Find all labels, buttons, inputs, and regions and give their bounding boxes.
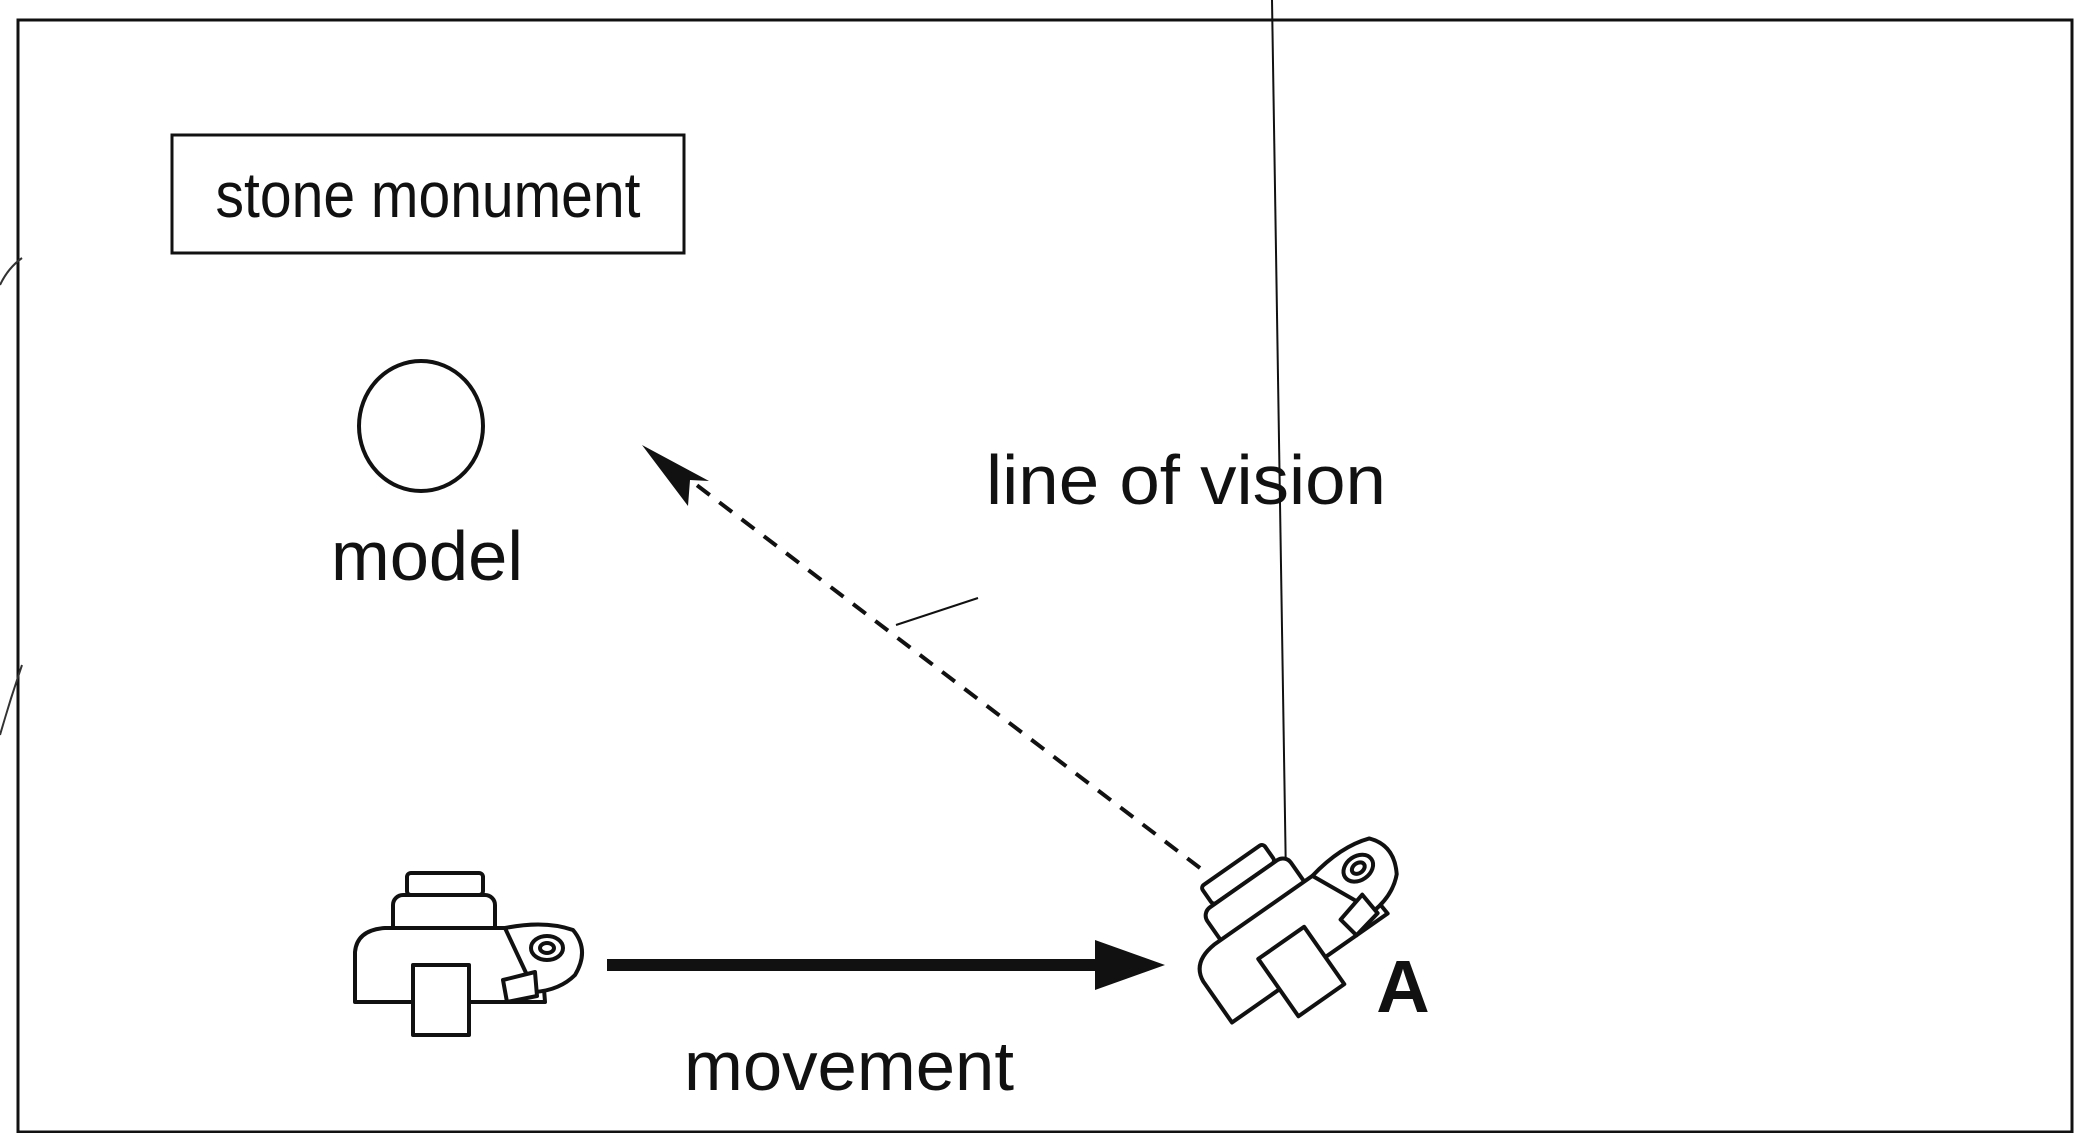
- position-a-label: A: [1376, 945, 1429, 1028]
- model: model: [331, 361, 523, 595]
- movement-label: movement: [684, 1027, 1014, 1105]
- line-of-vision-label: line of vision: [986, 441, 1386, 519]
- camera-start-icon: [355, 873, 582, 1035]
- leader-line: [896, 598, 978, 625]
- vertical-line: [1272, 0, 1286, 880]
- movement-arrow: [607, 940, 1165, 990]
- stone-monument-box: stone monument: [172, 135, 684, 253]
- stone-monument-label: stone monument: [216, 159, 641, 231]
- model-label: model: [331, 517, 523, 595]
- model-circle: [359, 361, 483, 491]
